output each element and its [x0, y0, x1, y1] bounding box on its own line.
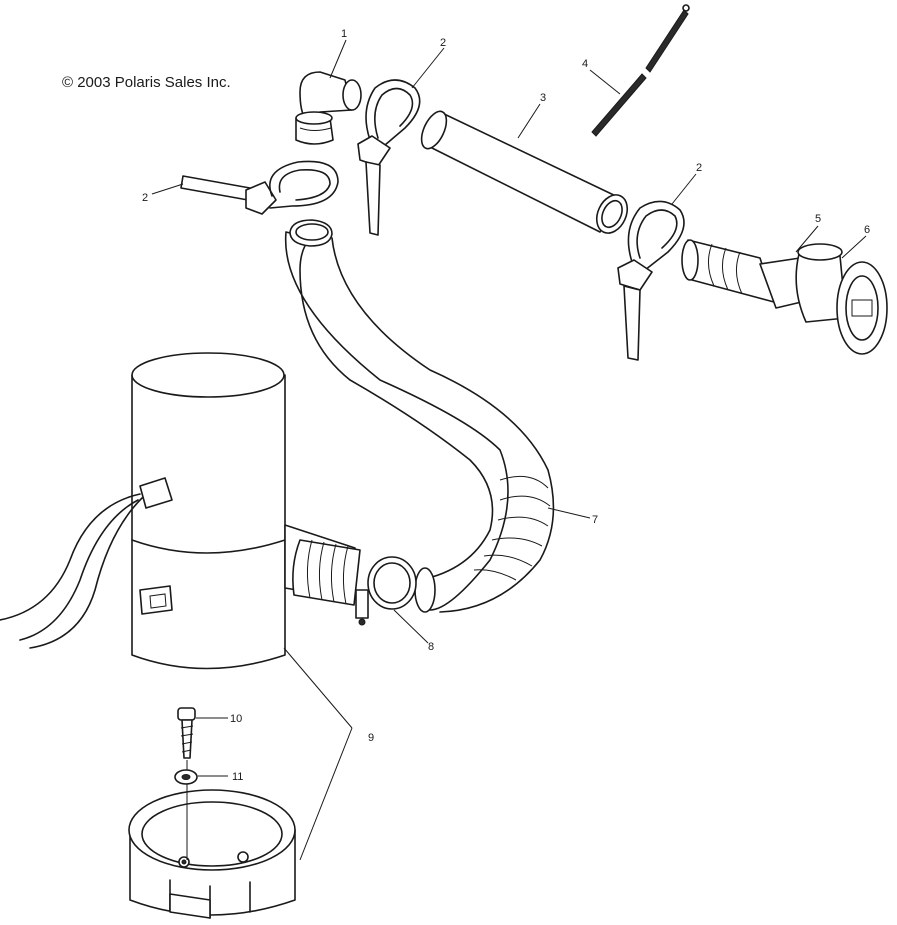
part-5-hose-adapter[interactable]	[681, 239, 811, 309]
part-9-bilge-pump[interactable]	[0, 352, 361, 670]
part-1-elbow-fitting[interactable]	[295, 71, 362, 145]
callout-1: 1	[341, 28, 347, 40]
callout-2-right: 2	[696, 162, 702, 174]
callout-9: 9	[368, 732, 374, 744]
part-9-pump-base[interactable]	[128, 789, 296, 919]
callout-5: 5	[815, 213, 821, 225]
callout-2-left: 2	[142, 192, 148, 204]
callout-3: 3	[540, 92, 546, 104]
part-3-straight-hose[interactable]	[416, 108, 633, 238]
callout-4: 4	[582, 58, 588, 70]
leader-lines	[151, 39, 867, 861]
part-2-clamp-left[interactable]	[180, 160, 339, 215]
callout-7: 7	[592, 514, 598, 526]
part-6-thru-hull-fitting[interactable]	[795, 243, 888, 355]
callout-6: 6	[864, 224, 870, 236]
part-11-washer[interactable]	[174, 769, 198, 785]
part-2-clamp-right[interactable]	[617, 200, 685, 361]
part-2-clamp-upper[interactable]	[357, 79, 421, 236]
callout-8: 8	[428, 641, 434, 653]
copyright-notice: © 2003 Polaris Sales Inc.	[62, 74, 231, 91]
part-8-hose-clamp[interactable]	[355, 556, 417, 626]
part-4-cable-tie[interactable]	[591, 4, 690, 137]
callout-10: 10	[230, 713, 242, 725]
part-7-discharge-hose[interactable]	[284, 219, 555, 613]
callout-11: 11	[232, 771, 243, 783]
callout-2-upper: 2	[440, 37, 446, 49]
